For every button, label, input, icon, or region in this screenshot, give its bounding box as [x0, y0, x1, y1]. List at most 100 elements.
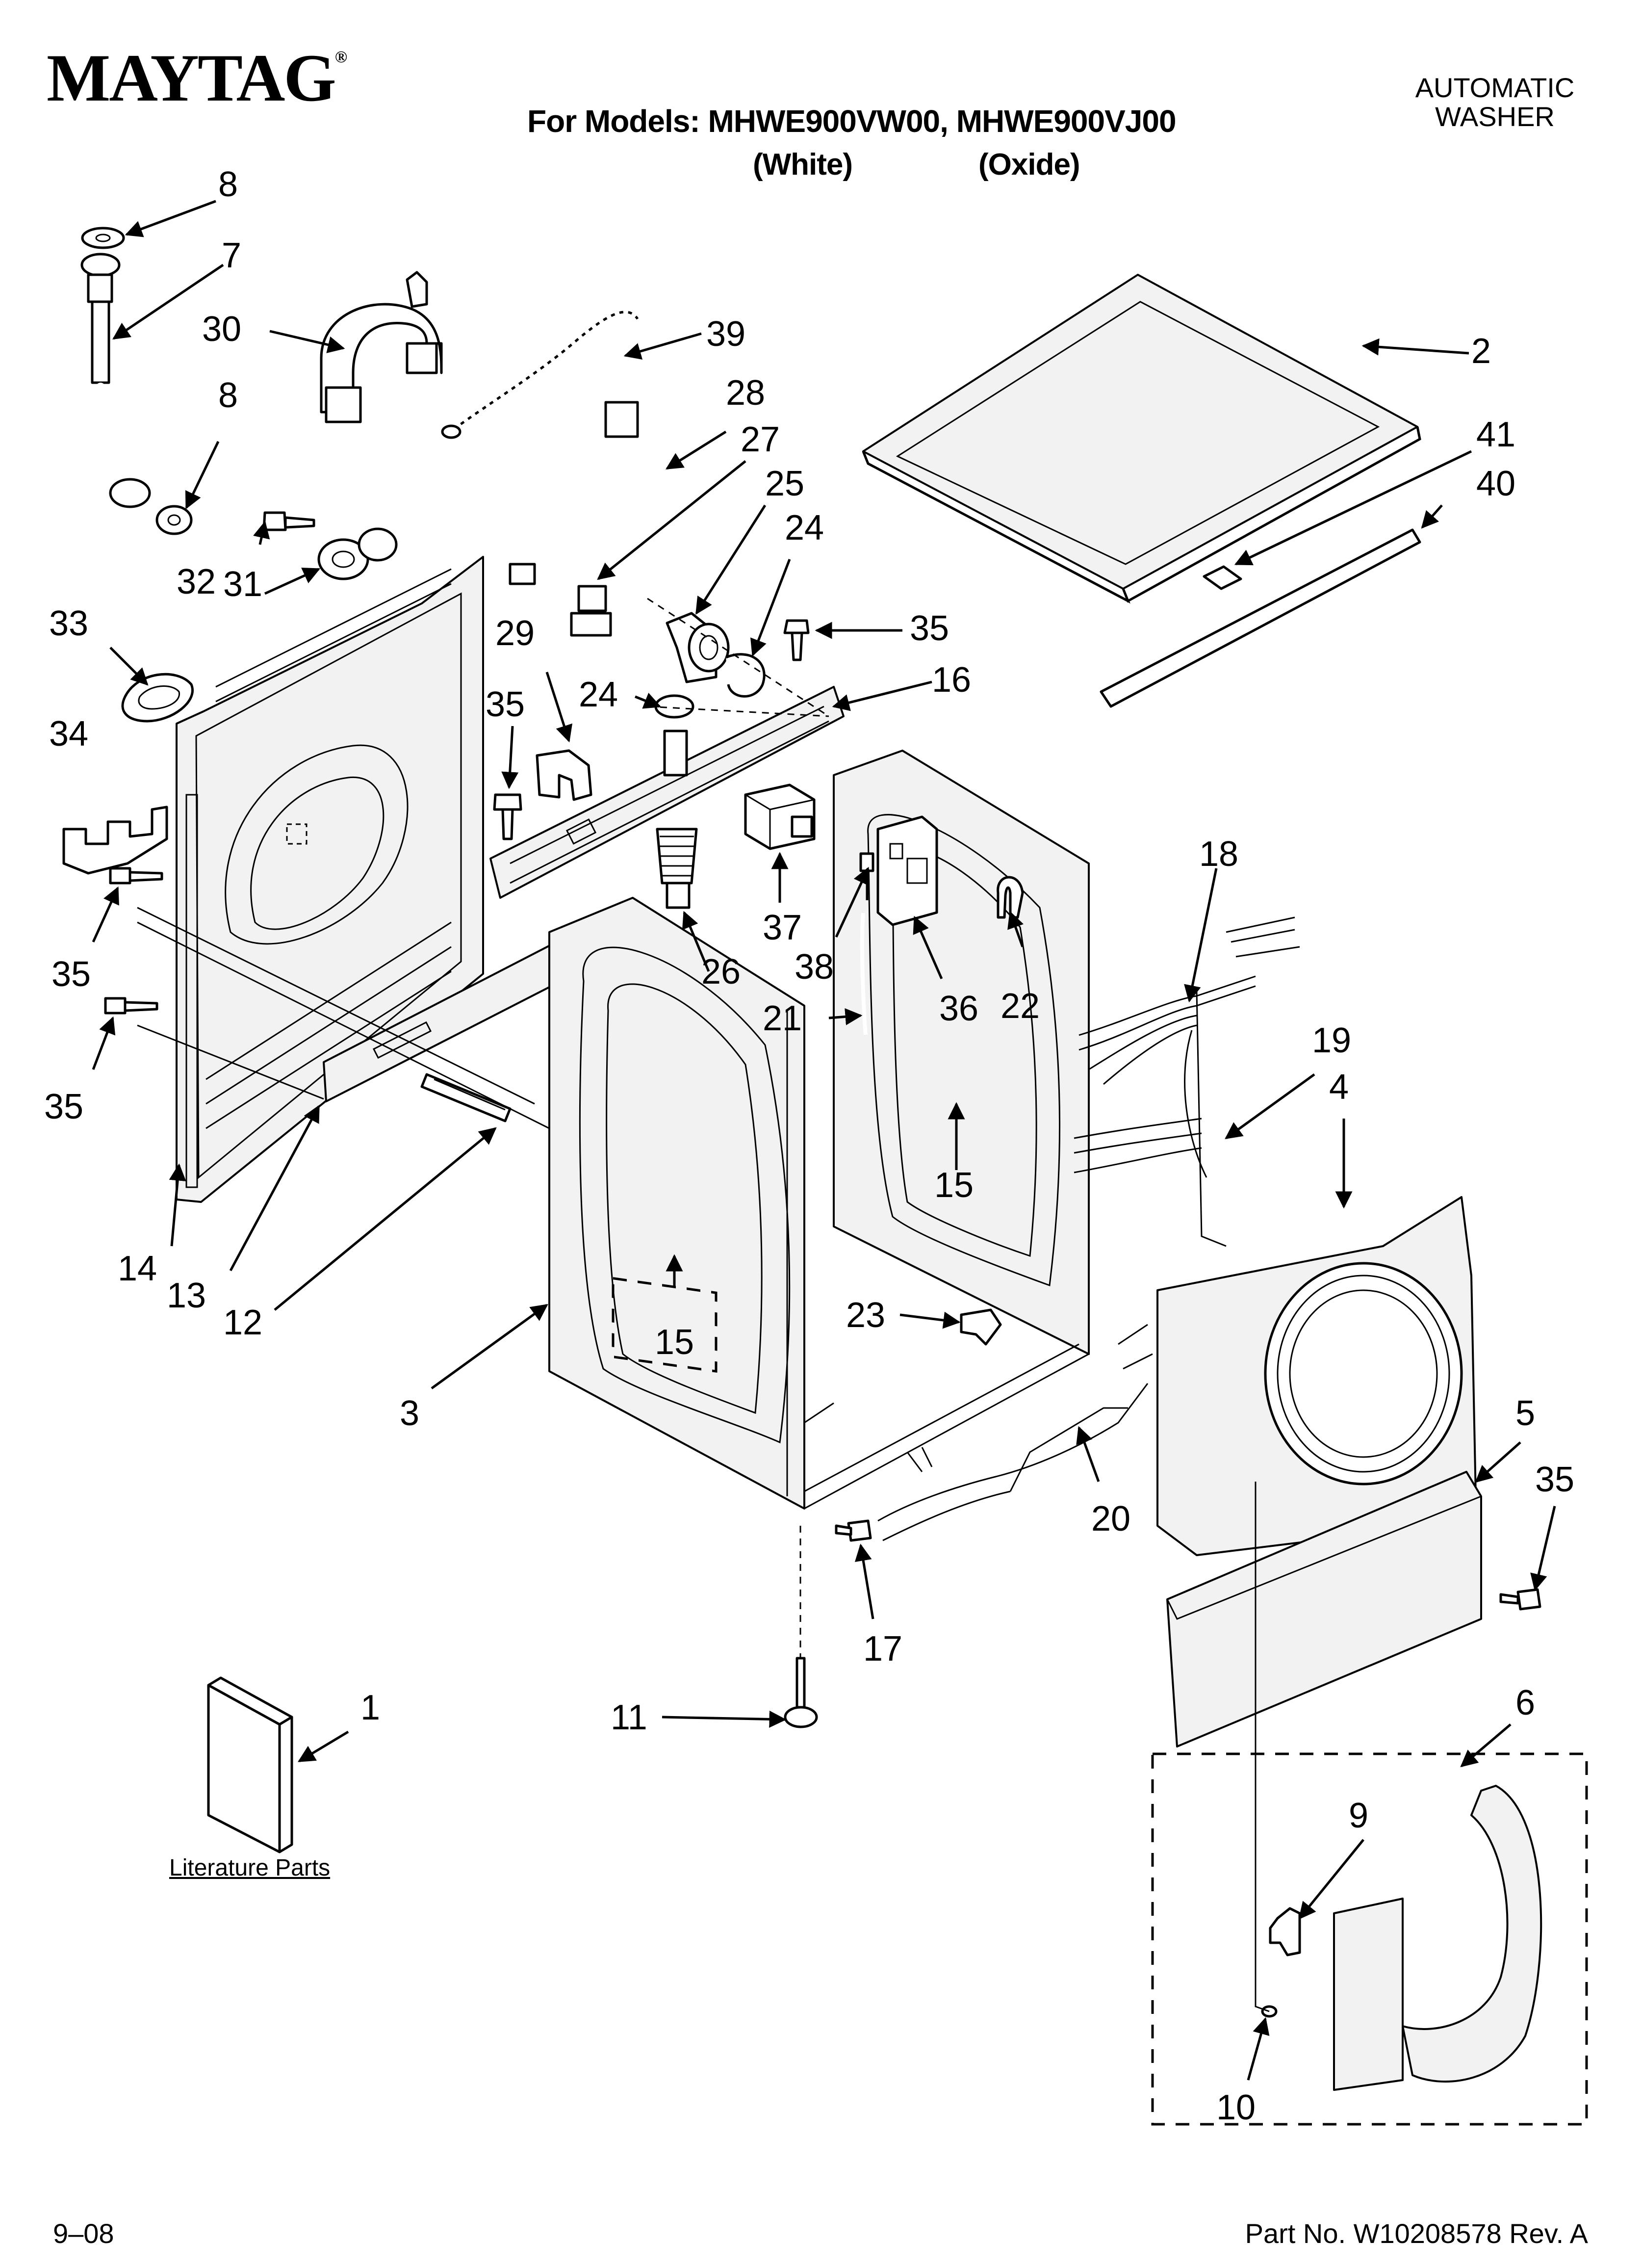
callout-13: 13: [167, 1276, 206, 1315]
callout-17: 17: [863, 1629, 902, 1668]
callout-22: 22: [1001, 987, 1040, 1026]
callout-2: 2: [1471, 332, 1491, 371]
callout-14: 14: [118, 1249, 157, 1288]
registered-mark: ®: [334, 48, 347, 66]
callout-12: 12: [223, 1303, 262, 1342]
part-clip-41: [1203, 565, 1242, 590]
callout-28: 28: [726, 373, 765, 413]
callout-35-right: 35: [1535, 1460, 1574, 1499]
callout-4: 4: [1329, 1068, 1349, 1107]
part-washer-lower: [155, 505, 193, 535]
assembly-line-left: [137, 907, 550, 1129]
kit-box: [1151, 1752, 1588, 2126]
color-oxide-label: (Oxide): [978, 148, 1080, 182]
callout-38: 38: [795, 947, 834, 987]
callout-1: 1: [360, 1688, 380, 1727]
part-hose-clamp-lower: [654, 694, 694, 719]
part-hose-guide: [62, 806, 168, 875]
footer-part-number: Part No. W10208578 Rev. A: [1245, 2218, 1588, 2249]
callout-32: 32: [177, 562, 216, 601]
leader-arrows: [92, 200, 1556, 2081]
part-screw-right: [1499, 1588, 1541, 1611]
callout-26: 26: [701, 952, 741, 991]
part-latch: [1269, 1907, 1301, 1956]
part-screw-left-lower: [104, 997, 158, 1015]
part-side-panel-right: [833, 750, 1090, 1355]
part-side-panel-left: [548, 897, 805, 1510]
callout-40: 40: [1476, 464, 1515, 503]
part-control-board: [876, 815, 938, 926]
part-grommet: [121, 673, 194, 723]
callout-9: 9: [1349, 1796, 1368, 1835]
callout-8-lower: 8: [218, 376, 238, 415]
callout-35-left-lower: 35: [44, 1087, 83, 1126]
part-top-brace: [489, 686, 845, 899]
callout-37: 37: [763, 908, 802, 947]
callout-11: 11: [611, 1698, 647, 1737]
part-screw-17: [835, 1519, 872, 1542]
callout-35-mid: 35: [486, 685, 525, 724]
callout-3: 3: [400, 1394, 419, 1433]
part-door-trim: [1333, 1785, 1542, 2091]
part-washer-top: [81, 227, 125, 249]
callout-numbers: 8 7 30 8 39 2 28 27 25 24 41 40 32 31 33…: [44, 165, 1574, 2127]
callout-24-upper: 24: [785, 508, 824, 547]
part-screw-35-mid: [493, 793, 522, 840]
part-toe-panel: [1166, 1471, 1482, 1747]
callout-35-left-upper: 35: [51, 955, 91, 994]
part-drain-elbow: [666, 612, 730, 683]
callout-16: 16: [932, 660, 971, 700]
part-wire-harness: [1074, 916, 1300, 1247]
callout-29: 29: [495, 614, 535, 653]
document-type: AUTOMATIC WASHER: [1397, 72, 1593, 131]
literature-parts-label: Literature Parts: [169, 1855, 331, 1881]
part-screw-32: [262, 511, 315, 531]
models-title: For Models: MHWE900VW00, MHWE900VJ00: [527, 104, 1177, 139]
part-screw-left-upper: [109, 867, 163, 885]
callout-39: 39: [706, 314, 745, 354]
callout-23: 23: [846, 1296, 885, 1335]
part-clip-23: [960, 1308, 1002, 1346]
callout-8-top: 8: [218, 165, 238, 204]
callout-30: 30: [202, 310, 241, 349]
part-pump: [744, 783, 816, 850]
callout-18: 18: [1199, 834, 1238, 874]
callout-21: 21: [763, 999, 802, 1038]
callout-33: 33: [49, 604, 88, 643]
part-literature: [207, 1676, 293, 1853]
part-drain-hose: [656, 730, 698, 909]
part-hose-clip: [320, 271, 443, 423]
callout-20: 20: [1091, 1499, 1130, 1538]
callout-24-lower: 24: [579, 675, 618, 714]
callout-27: 27: [741, 420, 780, 459]
part-trim-strip: [1100, 528, 1421, 708]
part-top-panel: [862, 274, 1421, 604]
base-frame: [804, 1343, 1089, 1510]
callout-5: 5: [1515, 1394, 1535, 1433]
brand-name: MAYTAG: [47, 40, 336, 115]
callout-7: 7: [222, 236, 241, 275]
part-leveling-foot: [784, 1657, 818, 1728]
part-inlet-hose: [80, 253, 151, 508]
part-tie-strap: [441, 311, 639, 439]
part-front-panel: [1156, 1196, 1477, 1556]
part-rear-panel: [176, 556, 484, 1203]
callout-15-left: 15: [655, 1323, 694, 1362]
part-clip-31: [317, 527, 398, 580]
label-area-left: [612, 1277, 718, 1373]
callout-6: 6: [1515, 1683, 1535, 1722]
callout-36: 36: [939, 989, 978, 1028]
assembly-line: [647, 598, 829, 717]
assembly-line-front: [1255, 1482, 1270, 2012]
color-white-label: (White): [753, 148, 853, 182]
doc-type-line1: AUTOMATIC: [1415, 72, 1575, 103]
part-bracket-29: [536, 749, 592, 801]
callout-10: 10: [1216, 2088, 1256, 2127]
part-cord-clamp: [570, 585, 612, 637]
part-rod: [420, 1073, 512, 1122]
callout-34: 34: [49, 714, 88, 754]
callout-19: 19: [1312, 1021, 1351, 1060]
callout-25: 25: [765, 464, 804, 503]
footer-date: 9–08: [53, 2218, 114, 2249]
